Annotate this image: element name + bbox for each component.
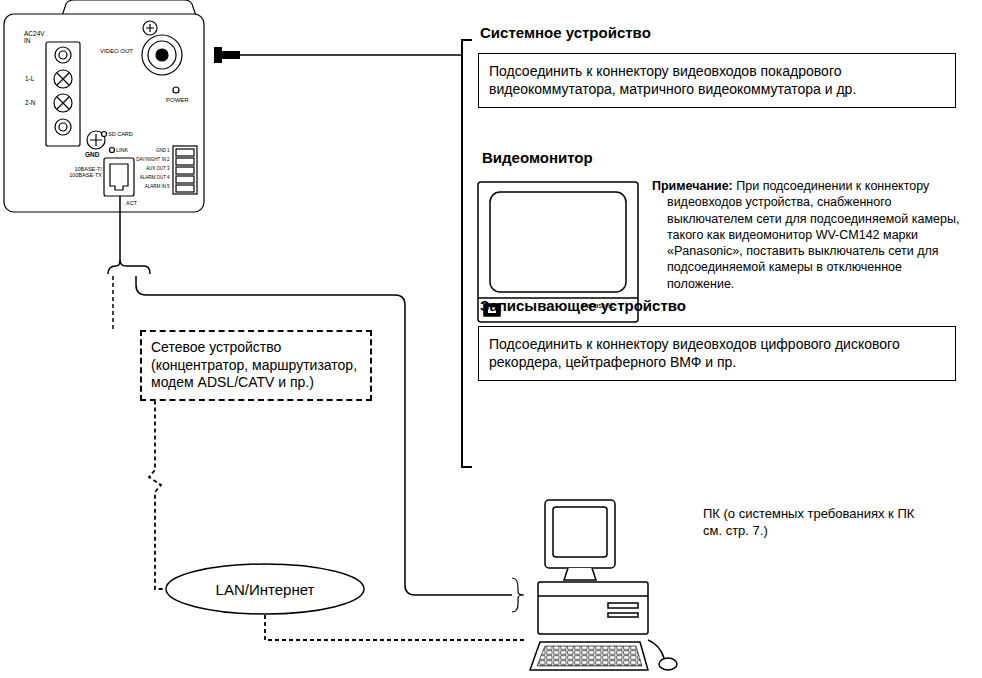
panel-label: 10BASE-T/ 100BASE-TX <box>58 166 102 178</box>
ellipse <box>166 564 364 614</box>
bracket <box>462 40 472 467</box>
node-text: ПК (о системных требованиях к ПК см. стр… <box>703 506 935 540</box>
lan-wire <box>108 196 524 612</box>
note: Примечание: При подсоединении к коннекто… <box>652 178 967 292</box>
panel-label: GND <box>85 151 99 158</box>
network-ellipse: LAN/Интернет <box>165 563 365 615</box>
panel-label: 1-L <box>25 75 34 82</box>
panel-label: ACT <box>126 200 137 206</box>
group-heading: Системное устройство <box>480 24 956 41</box>
device-heading: Видеомонитор <box>482 150 593 167</box>
panel-label: 3 <box>167 167 170 172</box>
panel-label: VIDEO OUT <box>100 48 133 55</box>
panel-label: LINK <box>116 147 128 153</box>
pc-node: ПК (о системных требованиях к ПК см. стр… <box>525 506 935 540</box>
panel-label: GND <box>134 149 166 154</box>
node-text: LAN/Интернет <box>216 581 315 598</box>
network-link <box>149 401 165 590</box>
panel-label: ALARM OUT <box>134 176 166 181</box>
panel-label: 4 <box>167 176 170 181</box>
panel-label: Panasonic <box>582 302 615 310</box>
panel-label: DAY/NIGHT IN <box>134 158 166 163</box>
network-link <box>265 615 525 640</box>
pc <box>530 500 677 670</box>
note-text: При подсоединении к коннектору видеовход… <box>667 179 959 291</box>
panel-label: POWER <box>166 97 189 104</box>
panel-label: SD CARD <box>108 131 133 137</box>
panel-label: 5 <box>167 185 170 190</box>
camera <box>4 0 204 212</box>
panel-label: 2 <box>167 158 170 163</box>
group-box: Записывающее устройствоПодсоединить к ко… <box>478 297 956 381</box>
panel-label: 2-N <box>25 99 35 106</box>
panel-label: 1 <box>167 149 170 154</box>
node-text: Подсоединить к коннектору видеовходов ци… <box>478 326 956 381</box>
node-text: Сетевое устройство (концентратор, маршру… <box>151 339 361 392</box>
node-text: Подсоединить к коннектору видеовходов по… <box>478 53 956 108</box>
group-box: Системное устройствоПодсоединить к конне… <box>478 24 956 108</box>
group-heading: Записывающее устройство <box>480 297 956 314</box>
panel-label: AC24V IN <box>24 30 48 44</box>
panel-label: ALARM IN <box>134 185 166 190</box>
panel-label: AUX OUT <box>134 167 166 172</box>
network-box: Сетевое устройство (концентратор, маршру… <box>140 330 372 401</box>
note-text: Примечание: <box>652 179 733 193</box>
bnc-plug <box>214 47 462 63</box>
